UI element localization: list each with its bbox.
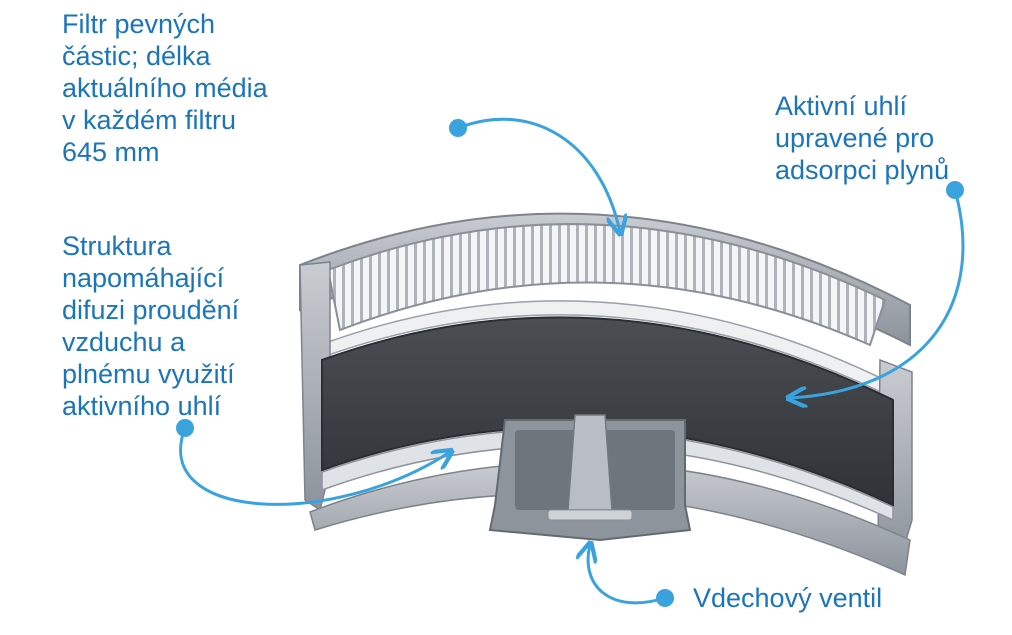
- leader-dot-activated-carbon: [946, 181, 964, 199]
- leader-activated-carbon: [790, 189, 965, 398]
- leader-particle-filter: [457, 117, 620, 232]
- callout-particle-filter: Filtr pevných částic; délka aktuálního m…: [62, 9, 268, 167]
- valve-stem: [567, 414, 613, 511]
- callout-diffusion-structure: Struktura napomáhající difuzi proudění v…: [62, 231, 240, 421]
- callout-exhalation-valve: Vdechový ventil: [693, 583, 883, 613]
- leader-dot-exhalation-valve: [656, 589, 674, 607]
- leader-dot-diffusion-structure: [176, 419, 194, 437]
- particle-filter-media: [326, 223, 887, 347]
- leader-exhalation-valve: [588, 545, 666, 605]
- valve-disc: [547, 509, 633, 521]
- activated-carbon-layer: [321, 316, 894, 507]
- leader-diffusion-structure: [179, 427, 450, 506]
- leader-dot-particle-filter: [449, 119, 467, 137]
- callout-activated-carbon: Aktivní uhlí upravené pro adsorpci plynů: [775, 91, 950, 185]
